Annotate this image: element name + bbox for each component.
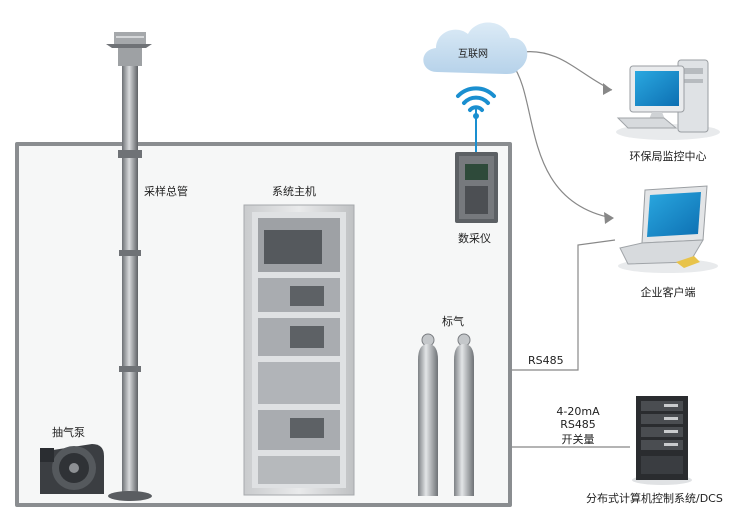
laptop-icon [618, 186, 718, 273]
signal-switch-label: 开关量 [540, 431, 616, 447]
signal-rs485-label: RS485 [540, 418, 616, 431]
signal-4-20ma-label: 4-20mA [540, 405, 616, 418]
calibration-gas-label: 标气 [442, 313, 464, 329]
system-host-label: 系统主机 [272, 183, 316, 199]
wifi-icon [458, 88, 494, 119]
dcs-rack-icon [632, 396, 692, 485]
connection-lines [476, 52, 630, 447]
air-pump-label: 抽气泵 [52, 424, 85, 440]
cloud-to-client-line [512, 64, 612, 218]
air-pump-icon [40, 444, 104, 494]
internet-label: 互联网 [458, 45, 488, 60]
arrow-client [604, 212, 614, 224]
rs485-label: RS485 [528, 354, 564, 367]
sampling-pipe-label: 采样总管 [144, 183, 188, 199]
arrow-epa [603, 83, 612, 95]
calibration-gas-cylinders [418, 334, 474, 496]
cloud-to-epa-line [523, 52, 612, 90]
dcs-label: 分布式计算机控制系统/DCS [586, 490, 723, 506]
epa-computer-icon [616, 60, 720, 140]
rs485-line [512, 240, 615, 370]
enterprise-client-label: 企业客户端 [612, 284, 724, 300]
data-logger-label: 数采仪 [458, 230, 491, 246]
system-host-cabinet [244, 205, 354, 495]
data-logger-device [455, 152, 498, 223]
sampling-pipe [106, 32, 152, 501]
epa-center-label: 环保局监控中心 [612, 148, 724, 164]
